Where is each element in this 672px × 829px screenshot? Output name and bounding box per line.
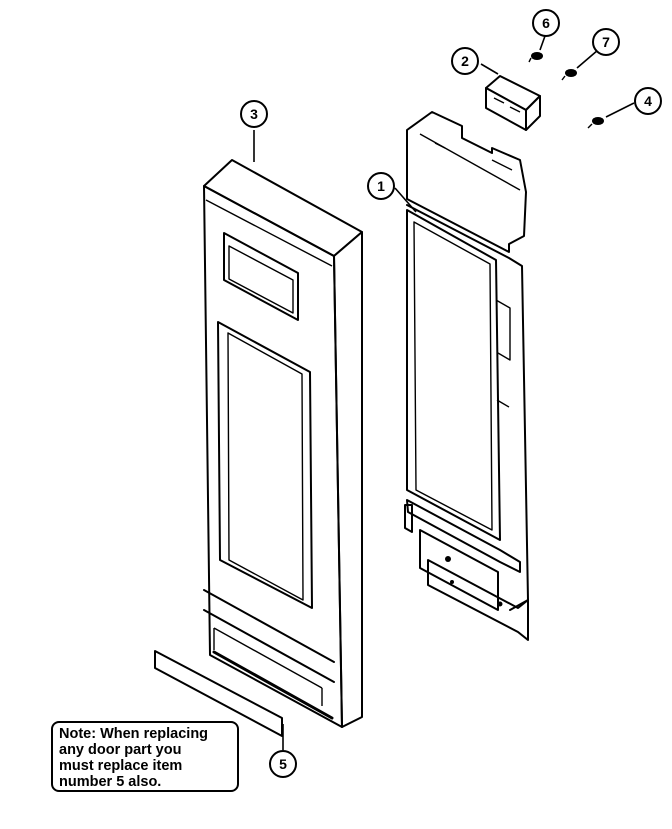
note-line-3: must replace item	[59, 758, 183, 774]
callout-4: 4	[634, 87, 662, 115]
note-line-2: any door part you	[59, 742, 182, 758]
callout-6-label: 6	[542, 15, 550, 31]
callout-2-label: 2	[461, 53, 469, 69]
callout-1: 1	[367, 172, 395, 200]
callout-3-label: 3	[250, 106, 258, 122]
callout-3: 3	[240, 100, 268, 128]
callout-7: 7	[592, 28, 620, 56]
screw-4-icon	[587, 117, 604, 129]
note-line-1: Note: When replacing	[59, 726, 209, 742]
note-line-4: number 5 also.	[59, 774, 162, 790]
bracket	[485, 75, 541, 131]
inner-door-panel	[404, 111, 529, 641]
replacement-note: Note: When replacing any door part you m…	[51, 721, 239, 792]
callout-7-label: 7	[602, 34, 610, 50]
screw-6-icon	[528, 52, 543, 63]
callout-1-label: 1	[377, 178, 385, 194]
callout-6: 6	[532, 9, 560, 37]
screw-7-icon	[561, 69, 577, 81]
callout-5: 5	[269, 750, 297, 778]
choke-strip	[154, 650, 283, 737]
callout-4-label: 4	[644, 93, 652, 109]
callout-5-label: 5	[279, 756, 287, 772]
callout-2: 2	[451, 47, 479, 75]
door-front-panel	[203, 159, 363, 728]
leader-lines	[253, 35, 635, 750]
